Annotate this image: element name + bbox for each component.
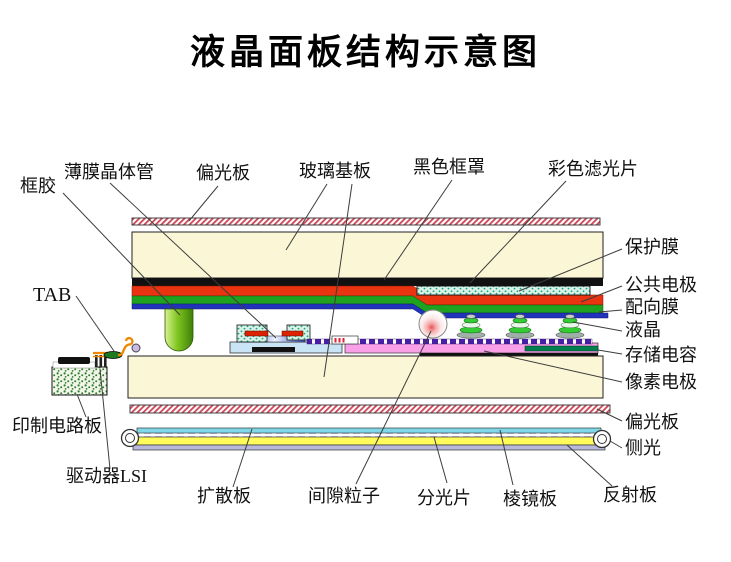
leader-tab <box>75 295 115 352</box>
label-glass-substrate: 玻璃基板 <box>299 161 371 181</box>
black-mask-layer <box>132 278 603 286</box>
leader-polarizer-top <box>188 185 219 222</box>
spacer-particle-sphere <box>418 309 448 339</box>
leader-beam-splitter <box>433 436 448 484</box>
label-beam-splitter: 分光片 <box>417 488 471 508</box>
leader-pixel-electrode <box>483 350 623 383</box>
side-lamp-right-core <box>597 434 607 444</box>
leader-glass-bottom <box>323 183 353 378</box>
pcb-block <box>51 366 108 396</box>
leader-diffusion-plate <box>232 428 253 488</box>
side-lamp-left-core <box>125 433 135 443</box>
leader-liquid-crystal <box>572 321 623 332</box>
label-black-mask: 黑色框罩 <box>413 157 485 177</box>
protective-film-strip <box>416 285 591 296</box>
label-protective-film: 保护膜 <box>625 237 679 257</box>
flex-cable-curl <box>117 336 134 357</box>
label-polarizer-top: 偏光板 <box>196 163 250 183</box>
contact-dash <box>334 338 337 343</box>
label-alignment-film: 配向膜 <box>625 297 679 317</box>
label-pcb: 印制电路板 <box>12 416 102 436</box>
leader-color-filter <box>469 180 567 284</box>
flex-terminal-dot <box>131 343 141 353</box>
label-frame-sealant: 框胶 <box>20 176 56 196</box>
contact-dash <box>338 338 341 343</box>
diagram-title: 液晶面板结构示意图 <box>189 33 541 72</box>
label-storage-capacitor: 存储电容 <box>625 345 697 365</box>
label-side-light: 侧光 <box>625 438 661 458</box>
top-polarizer-strip <box>131 217 601 226</box>
contact-dash <box>342 338 345 343</box>
label-tab: TAB <box>33 284 72 306</box>
leader-driver-lsi <box>99 368 111 470</box>
leader-black-mask <box>383 179 453 281</box>
leader-spacer-particle <box>355 330 432 485</box>
leader-polarizer-bottom <box>596 408 623 422</box>
label-common-electrode: 公共电极 <box>625 275 697 295</box>
driver-chip <box>58 357 90 364</box>
label-prism-plate: 棱镜板 <box>503 489 557 509</box>
tft-electrode-left <box>244 330 269 337</box>
label-pixel-electrode: 像素电极 <box>625 372 697 392</box>
reflector-strip <box>132 444 606 451</box>
lower-alignment-strip <box>306 338 593 345</box>
leader-alignment-film <box>598 309 623 313</box>
label-driver-lsi: 驱动器LSI <box>66 466 147 486</box>
frame-sealant-cylinder <box>164 308 194 352</box>
storage-capacitor-strip <box>524 345 599 352</box>
bottom-polarizer-strip <box>129 404 611 414</box>
top-glass-substrate <box>131 231 604 279</box>
label-diffusion-plate: 扩散板 <box>197 486 251 506</box>
leader-lines <box>62 179 623 488</box>
connector-pin <box>99 355 103 367</box>
leader-protective-film <box>518 248 623 292</box>
gate-contact-block <box>331 335 359 345</box>
leader-reflector <box>566 444 613 487</box>
leader-side-light <box>609 440 623 449</box>
label-liquid-crystal: 液晶 <box>625 320 661 340</box>
tft-gate-bar <box>252 347 295 352</box>
leader-frame-sealant <box>62 192 181 316</box>
label-polarizer-bottom: 偏光板 <box>625 412 679 432</box>
label-spacer-particle: 间隙粒子 <box>308 486 380 506</box>
leader-common-electrode <box>580 285 623 303</box>
leader-glass-top <box>285 183 328 251</box>
label-reflector: 反射板 <box>603 485 657 505</box>
leader-storage-capacitor <box>597 349 623 355</box>
connector-pin <box>104 355 107 367</box>
connector-pin <box>95 355 98 367</box>
label-tft: 薄膜晶体管 <box>64 162 154 182</box>
leader-prism-plate <box>499 429 514 486</box>
leader-pcb <box>76 393 87 418</box>
label-color-filter: 彩色滤光片 <box>548 159 638 179</box>
light-guide-strip <box>132 436 606 446</box>
leader-tft <box>109 182 277 339</box>
capacitor-baseline <box>420 353 598 356</box>
bottom-glass-substrate <box>127 355 604 399</box>
alignment-film-layer <box>131 303 609 319</box>
tft-electrode-right <box>281 330 304 337</box>
